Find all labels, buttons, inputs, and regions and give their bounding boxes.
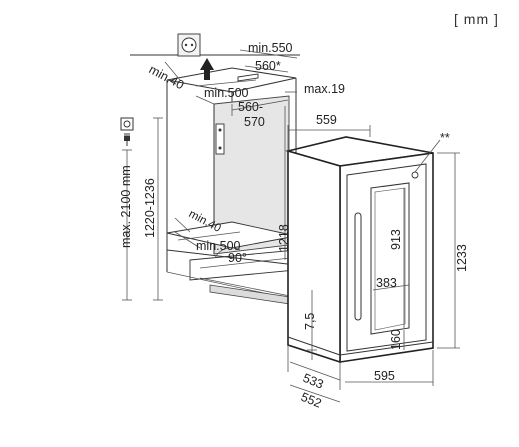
- dim-min-500-top: min.500: [204, 86, 249, 100]
- dim-height-1218: 1218: [277, 224, 291, 252]
- dim-560-star: 560*: [255, 59, 281, 73]
- dim-handle-160: 160: [389, 329, 403, 350]
- note-marker: **: [440, 131, 450, 145]
- plug-icon: [120, 117, 134, 146]
- dim-min-550: min.550: [248, 41, 293, 55]
- vent-grille-icon: [237, 73, 259, 82]
- dim-height-1220-1236: 1220-1236: [143, 178, 157, 238]
- dim-depth-533: 533: [301, 371, 326, 392]
- dim-height-1233: 1233: [455, 244, 469, 272]
- dim-min-40-top: min.40: [147, 62, 187, 92]
- dim-handle-383: 383: [376, 276, 397, 290]
- dim-angle-90: 90°: [228, 251, 247, 265]
- dimension-lines: [122, 49, 460, 403]
- dim-depth-552: 552: [299, 390, 324, 411]
- airflow-arrow-icon: [200, 58, 214, 80]
- dim-range-570: 570: [244, 115, 265, 129]
- dim-handle-913: 913: [389, 229, 403, 250]
- units-label: [ mm ]: [454, 11, 499, 27]
- dim-width-559: 559: [316, 113, 337, 127]
- dim-max-19: max.19: [304, 82, 345, 96]
- socket-icon: [177, 33, 201, 57]
- dim-max-2100: max. 2100 mm: [119, 165, 133, 248]
- dim-min-500-bottom: min.500: [196, 239, 241, 253]
- dim-gap-7-5: 7,5: [303, 313, 317, 330]
- dim-width-595: 595: [374, 369, 395, 383]
- appliance: [284, 136, 434, 364]
- dim-range-560: 560-: [238, 100, 263, 114]
